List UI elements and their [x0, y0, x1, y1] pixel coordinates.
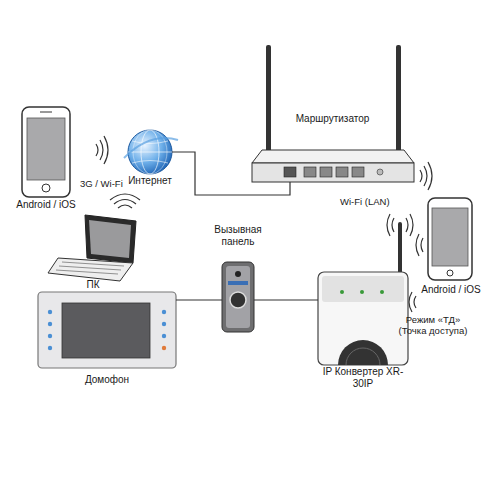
wireless-waves-part	[110, 194, 140, 208]
annotation-text: Режим «ТД» (Точка доступа)	[391, 314, 475, 336]
ip-converter-icon-part	[346, 348, 380, 365]
call-panel-node: Вызывная панель	[222, 224, 254, 334]
router-icon-part	[377, 169, 383, 175]
router-icon-part	[252, 163, 414, 182]
laptop-icon-part	[89, 220, 131, 258]
ip-converter-icon-part	[338, 340, 388, 365]
ip-converter-icon-part	[398, 222, 402, 276]
smartphone-icon-part	[42, 184, 50, 192]
intercom-monitor-part	[48, 346, 52, 350]
smartphone-icon-part	[40, 111, 52, 112]
device-label: Домофон	[36, 374, 178, 386]
intercom-monitor-part	[38, 292, 176, 368]
router-icon-part	[320, 167, 332, 177]
ip-converter-icon-part	[318, 272, 408, 365]
router-icon-part	[304, 167, 316, 177]
intercom-monitor-part	[48, 310, 52, 314]
call-panel-icon-part	[235, 271, 241, 277]
cable-line	[172, 152, 290, 195]
intercom-monitor-part	[162, 322, 166, 326]
intercom-monitor-part	[162, 334, 166, 338]
call-panel-icon-part	[222, 262, 254, 332]
wireless-waves	[96, 136, 432, 312]
intercom-monitor-part	[162, 310, 166, 314]
router-icon-part	[336, 167, 348, 177]
ip-converter-icon	[318, 222, 408, 365]
annotation-text: 3G / Wi-Fi	[80, 178, 142, 189]
laptop-icon-part	[48, 258, 133, 281]
cable-line	[176, 299, 222, 300]
intercom-monitor-part	[48, 322, 52, 326]
internet-globe-part	[128, 130, 172, 174]
wireless-waves-part	[387, 214, 394, 236]
smartphone-icon-part	[22, 107, 70, 197]
call-panel-icon-part	[230, 292, 246, 308]
laptop-icon-part	[85, 215, 136, 263]
laptop-icon	[48, 215, 136, 281]
wireless-waves-part	[406, 214, 413, 236]
smartphone-node: Android / iOS	[10, 105, 82, 213]
smartphone-node: Android / iOS	[420, 196, 482, 298]
intercom-monitor-part	[48, 334, 52, 338]
smartphone-icon	[22, 107, 70, 197]
intercom-monitor-part	[62, 303, 150, 358]
smartphone-icon-part	[428, 198, 472, 280]
intercom-node: Домофон	[36, 290, 176, 388]
router-node: Маршрутизатор	[245, 108, 420, 182]
device-label: Android / iOS	[420, 284, 482, 296]
wireless-waves-part	[409, 292, 416, 312]
device-label: ПК	[55, 279, 131, 291]
ip-converter-icon-part	[322, 276, 404, 302]
device-label: Android / iOS	[10, 199, 82, 211]
ip-converter-icon-part	[360, 290, 364, 294]
router-icon-part	[266, 45, 271, 153]
call-panel-icon-part	[226, 266, 250, 328]
device-label: Интернет	[118, 175, 182, 187]
call-panel-icon-part	[228, 281, 248, 285]
pc-node: ПК	[55, 215, 140, 293]
smartphone-icon-part	[432, 208, 468, 266]
router-icon-part	[252, 150, 414, 163]
device-label: Вызывная панель	[208, 224, 268, 248]
ip-converter-icon-part	[340, 290, 344, 294]
internet-globe-part	[128, 152, 172, 153]
annotation-text: Wi-Fi (LAN)	[340, 196, 402, 207]
call-panel-icon	[222, 262, 254, 332]
wireless-waves-part	[96, 136, 108, 164]
cable-line	[254, 299, 318, 300]
wireless-waves-part	[420, 162, 432, 190]
device-label: Маршрутизатор	[245, 113, 420, 125]
smartphone-icon-part	[27, 118, 65, 180]
router-icon-part	[352, 167, 364, 177]
wireless-waves-part	[416, 234, 423, 256]
router-icon-part	[284, 167, 296, 177]
router-icon-part	[396, 45, 401, 153]
ip-converter-node: IP Конвертер XR-30IP	[318, 270, 408, 392]
internet-node: Интернет	[128, 128, 172, 188]
smartphone-icon-part	[447, 270, 453, 276]
device-label: IP Конвертер XR-30IP	[316, 366, 410, 390]
intercom-monitor-part	[162, 346, 166, 350]
ip-converter-icon-part	[380, 290, 384, 294]
internet-globe-part	[132, 141, 168, 163]
intercom-monitor	[38, 292, 176, 368]
laptop-icon-part	[56, 262, 124, 274]
smartphone-icon	[428, 198, 472, 280]
internet-globe	[124, 130, 178, 174]
internet-globe-part	[124, 138, 178, 158]
